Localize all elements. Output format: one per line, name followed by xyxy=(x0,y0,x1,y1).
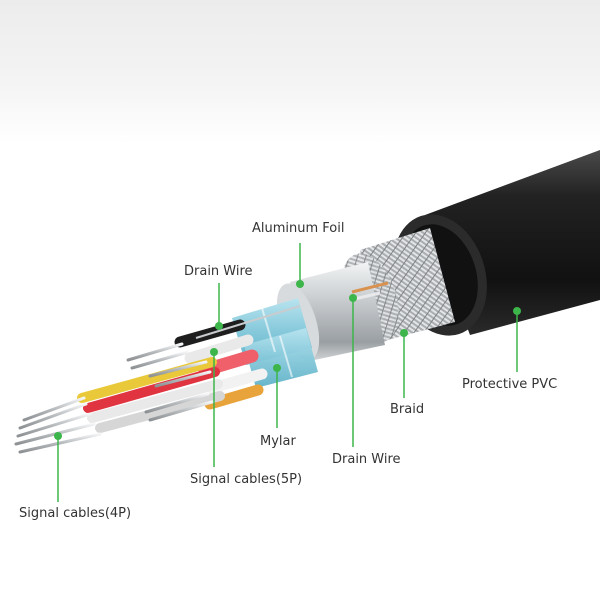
label-drain-wire-bottom: Drain Wire xyxy=(332,452,401,467)
label-mylar: Mylar xyxy=(260,434,296,449)
label-protective-pvc: Protective PVC xyxy=(462,377,558,392)
pointer-lines xyxy=(57,243,518,502)
drain-wire xyxy=(195,305,301,339)
label-drain-wire-top: Drain Wire xyxy=(184,264,253,279)
label-braid: Braid xyxy=(390,402,425,417)
signal-cables-4p xyxy=(77,357,225,433)
label-aluminum-foil: Aluminum Foil xyxy=(252,221,345,236)
bare-conductors xyxy=(14,342,214,454)
label-signal-cables-5p: Signal cables(5P) xyxy=(190,472,303,487)
label-signal-cables-4p: Signal cables(4P) xyxy=(19,506,132,521)
pointer-dots xyxy=(54,280,521,440)
